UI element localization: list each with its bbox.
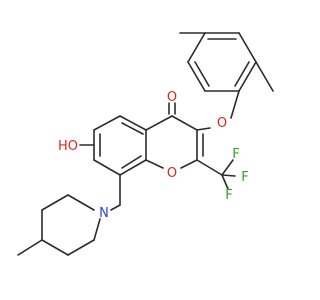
ring-oxygen-label: O — [167, 166, 177, 181]
fluorine-label-2: F — [241, 170, 248, 185]
dimethylphenyl-ring — [187, 32, 257, 92]
cf-bond-1 — [221, 159, 234, 176]
cf-bond-2 — [221, 174, 236, 177]
methyl-bond-right — [255, 61, 274, 92]
piperidine-methyl-bond — [17, 239, 43, 256]
hydroxyl-label: HO — [58, 139, 78, 154]
pyranone-ring — [145, 115, 204, 169]
cf-bond-3 — [221, 174, 229, 190]
methylene-bond-b — [110, 204, 121, 211]
ether-oxygen-label: O — [217, 116, 227, 131]
fluorine-label-3: F — [225, 188, 232, 203]
aryl-ether-bond — [230, 90, 240, 119]
cf3-bond — [196, 159, 223, 176]
benzo-ring — [93, 115, 147, 176]
piperidine-ring — [41, 194, 101, 256]
fluorine-label-1: F — [232, 147, 239, 162]
ether-chromone-bond — [196, 127, 211, 131]
carbonyl-oxygen-label: O — [167, 90, 177, 105]
nitrogen-label: N — [99, 206, 109, 221]
molecule-structure: O O O HO N F F F — [17, 32, 274, 256]
